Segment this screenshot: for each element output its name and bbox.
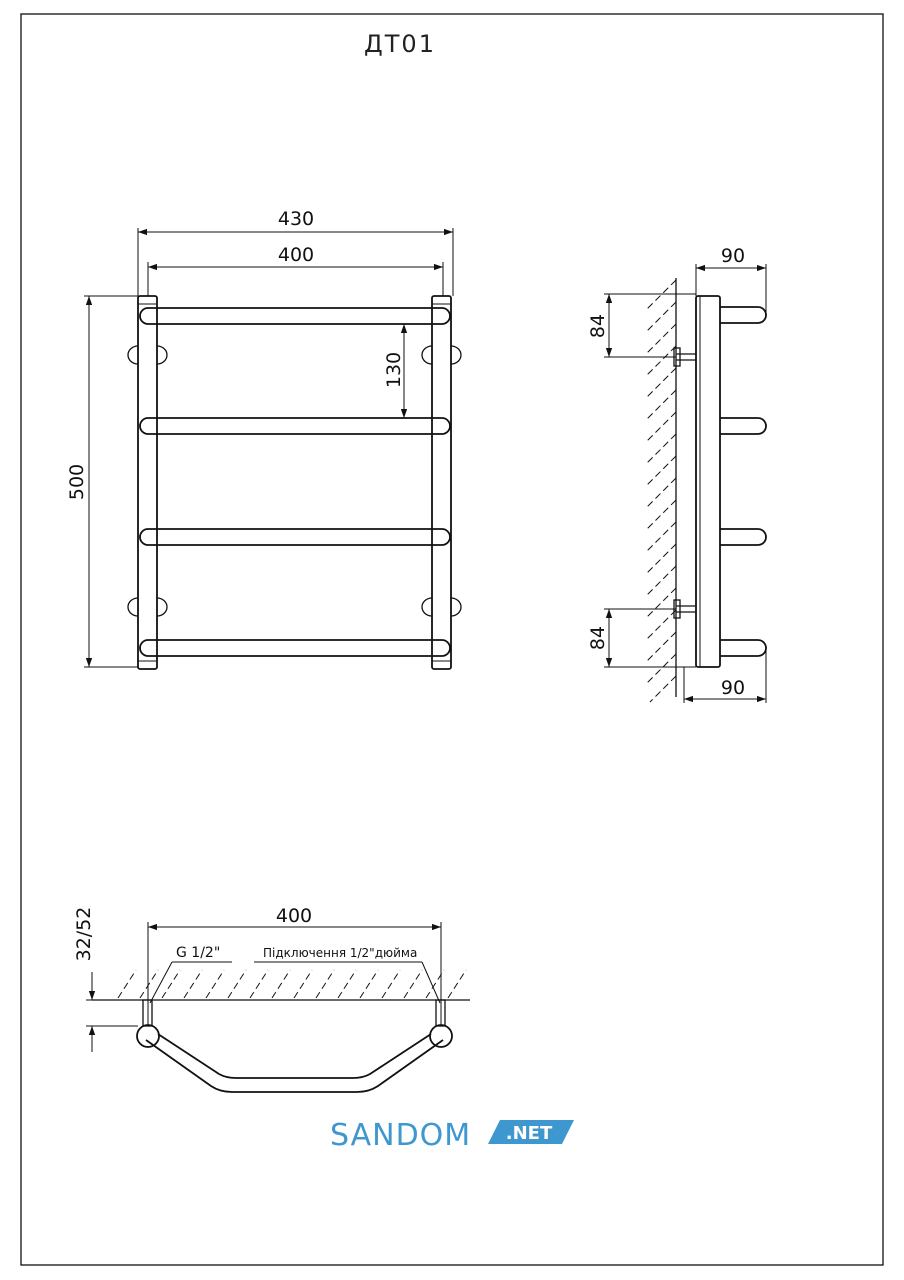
side-view: 90 90 84 84 — [587, 245, 767, 703]
dimension-label: 32/52 — [73, 907, 95, 962]
dimension-label: 130 — [383, 352, 405, 388]
dimension-label: 430 — [278, 208, 314, 230]
wall-brackets — [673, 347, 696, 619]
connection-label: Підключення 1/2"дюйма — [263, 946, 417, 960]
side-bar — [720, 306, 767, 324]
bent-bar-profile — [145, 1039, 444, 1093]
left-rail-section — [136, 1024, 160, 1048]
dimension-overall-width: 430 — [137, 208, 454, 296]
thread-label: G 1/2" — [176, 945, 220, 961]
wall-hatching — [645, 279, 677, 703]
thread-leader: G 1/2" — [149, 945, 232, 1004]
cross-bar — [139, 528, 451, 546]
dimension-label: 400 — [278, 244, 314, 266]
front-view: 430 400 500 130 — [66, 208, 462, 670]
dimension-bottom-offset: 84 — [587, 608, 696, 668]
bottom-view: 400 32/52 G 1/2" Підключення 1/2"дюйма — [73, 905, 470, 1093]
left-rail — [137, 295, 158, 670]
brand-suffix: .NET — [506, 1123, 553, 1144]
side-bar — [720, 417, 767, 435]
dimension-label: 400 — [276, 905, 312, 927]
side-bar — [720, 528, 767, 546]
cross-bar — [139, 417, 451, 435]
dimension-bar-spacing: 130 — [383, 324, 408, 418]
dimension-inner-width: 400 — [147, 244, 444, 296]
drawing-frame — [20, 13, 884, 1266]
dimension-top-depth: 90 — [695, 245, 767, 315]
dimension-label: 84 — [587, 314, 609, 338]
side-rail — [695, 295, 721, 668]
brand-name: SANDOM — [330, 1118, 471, 1153]
brand-logo: SANDOM .NET — [330, 1118, 574, 1153]
dimension-label: 90 — [721, 677, 745, 699]
drawing-title: ДТ01 — [364, 30, 436, 58]
dimension-bottom-depth: 90 — [683, 650, 767, 703]
dimension-label: 90 — [721, 245, 745, 267]
brand-suffix-badge — [488, 1120, 574, 1144]
dimension-label: 500 — [66, 464, 88, 500]
connection-leader: Підключення 1/2"дюйма — [254, 946, 441, 1004]
dimension-wall-gap: 32/52 — [73, 907, 138, 1052]
dimension-plan-width: 400 — [147, 905, 442, 1026]
right-rail-section — [429, 1024, 453, 1048]
side-bar — [720, 639, 767, 657]
dimension-height: 500 — [66, 295, 138, 668]
cross-bar — [139, 307, 451, 325]
wall-mount-knobs — [127, 345, 462, 617]
cross-bar — [139, 639, 451, 657]
right-rail — [431, 295, 452, 670]
dimension-top-offset: 84 — [587, 293, 696, 358]
dimension-label: 84 — [587, 626, 609, 650]
floor-hatching — [117, 969, 467, 999]
